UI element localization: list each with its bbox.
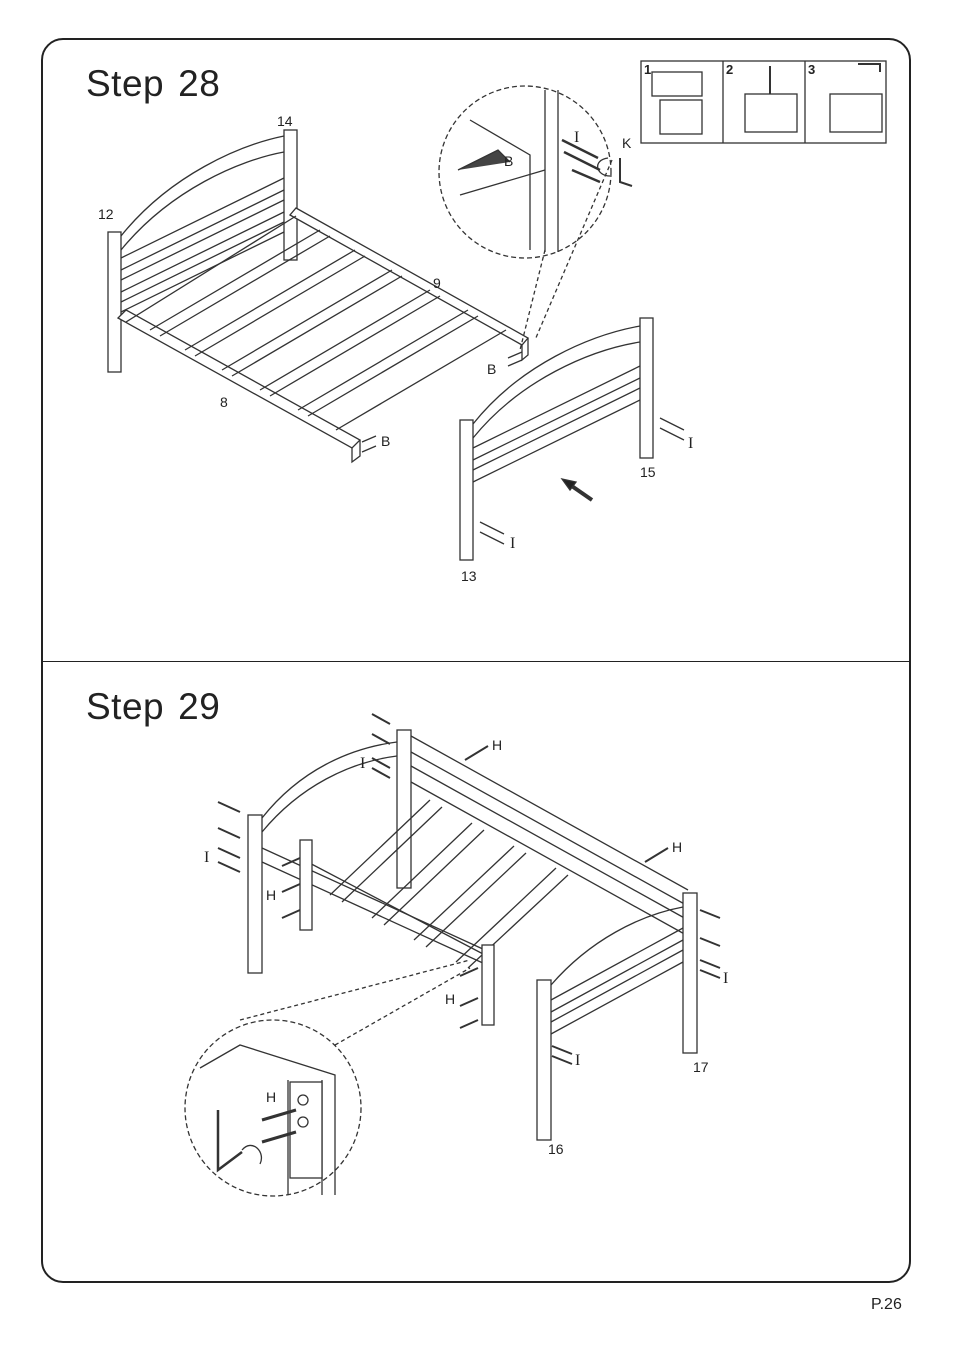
- page-number: P.26: [871, 1296, 902, 1314]
- label-bolt-i-5: I: [204, 849, 209, 866]
- slats-29: [330, 800, 568, 968]
- inset-step-2: 2: [726, 62, 733, 77]
- label-bolt-i-4: I: [360, 755, 365, 772]
- label-part-17: 17: [693, 1059, 709, 1075]
- long-rails: [262, 736, 688, 964]
- label-bolt-i-2: I: [688, 435, 693, 452]
- label-part-16: 16: [548, 1141, 564, 1157]
- slats-8: [150, 230, 506, 430]
- headboard-12-14: [108, 130, 297, 372]
- label-part-12: 12: [98, 206, 114, 222]
- inset-steps: [641, 61, 886, 143]
- detail-magnifier-29: [185, 960, 470, 1196]
- label-dowel-b-3: B: [504, 153, 513, 169]
- label-part-15: 15: [640, 464, 656, 480]
- label-dowel-b-2: B: [487, 361, 496, 377]
- inset-step-3: 3: [808, 62, 815, 77]
- label-screw-h-3: H: [266, 887, 276, 903]
- label-screw-h-5: H: [266, 1089, 276, 1105]
- label-dowel-b-1: B: [381, 433, 390, 449]
- footboard-13-15: [460, 318, 653, 560]
- label-bolt-i-1: I: [574, 129, 579, 146]
- inset-step-1: 1: [644, 62, 651, 77]
- step-29-drawing: [185, 714, 720, 1196]
- label-part-13: 13: [461, 568, 477, 584]
- step-28-drawing: [108, 61, 886, 560]
- label-part-14: 14: [277, 113, 293, 129]
- label-screw-h-4: H: [445, 991, 455, 1007]
- label-bolt-i-7: I: [575, 1052, 580, 1069]
- label-bolt-i-3: I: [510, 535, 515, 552]
- label-part-9: 9: [433, 275, 441, 291]
- label-screw-h-2: H: [672, 839, 682, 855]
- label-part-8: 8: [220, 394, 228, 410]
- label-bolt-i-6: I: [723, 970, 728, 987]
- label-screw-h-1: H: [492, 737, 502, 753]
- label-wrench-k: K: [622, 135, 632, 151]
